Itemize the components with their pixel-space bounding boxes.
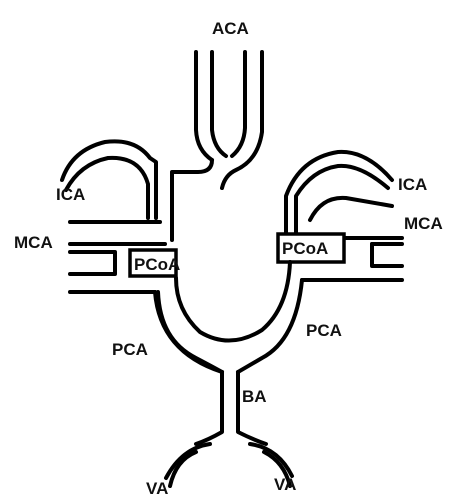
label-pcoa-right: PCoA [282, 239, 328, 258]
posterior-circle [158, 262, 302, 372]
label-pca-left: PCA [112, 340, 148, 359]
label-pca-right: PCA [306, 321, 342, 340]
label-mca-right: MCA [404, 214, 443, 233]
basilar-artery [196, 372, 266, 444]
aca-vessel [196, 52, 262, 188]
ica-left-vessel [62, 141, 160, 222]
label-mca-left: MCA [14, 233, 53, 252]
ica-right-vessel [286, 152, 402, 238]
label-aca: ACA [212, 19, 249, 38]
label-ba: BA [242, 387, 267, 406]
pca-left-vessel [155, 292, 222, 372]
central-trunk [172, 160, 212, 240]
label-pcoa-left: PCoA [134, 255, 180, 274]
label-va-left: VA [146, 479, 168, 495]
label-ica-left: ICA [56, 185, 85, 204]
label-va-right: VA [274, 475, 296, 494]
label-ica-right: ICA [398, 175, 427, 194]
